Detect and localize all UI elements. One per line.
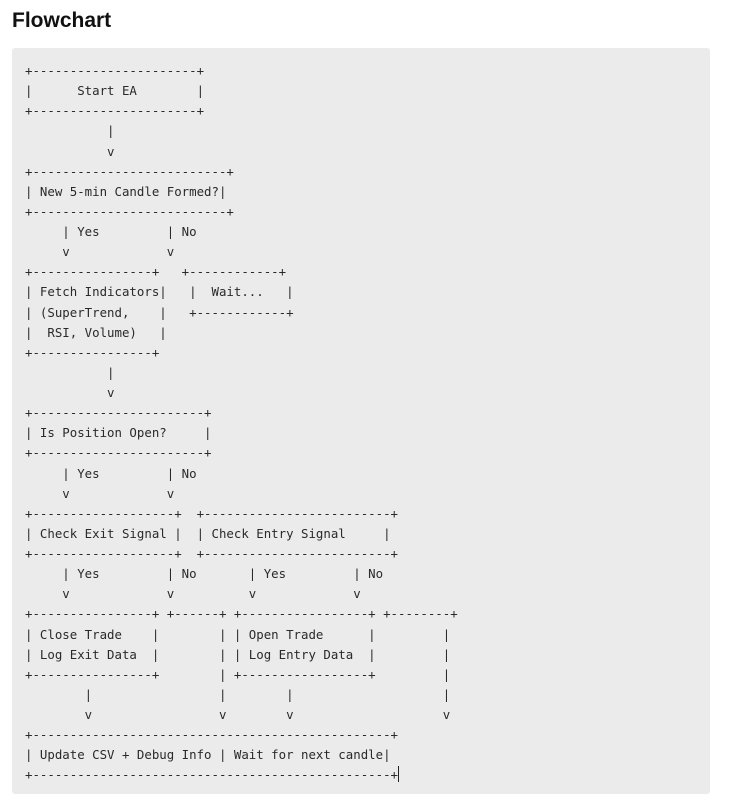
text-cursor — [398, 766, 399, 783]
flowchart-code-block[interactable]: +----------------------+ | Start EA | +-… — [12, 48, 710, 794]
flowchart-text[interactable]: +----------------------+ | Start EA | +-… — [25, 61, 710, 786]
flowchart-content: +----------------------+ | Start EA | +-… — [25, 63, 458, 783]
page-heading: Flowchart — [12, 9, 112, 32]
